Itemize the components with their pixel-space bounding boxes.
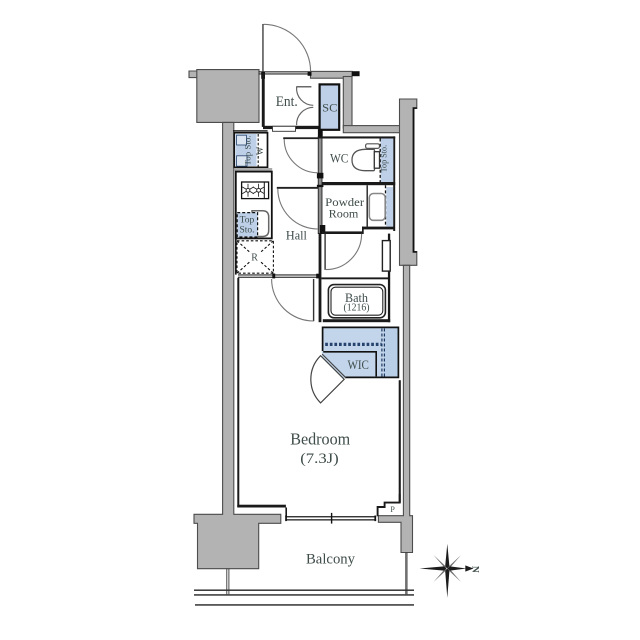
svg-text:P: P	[390, 505, 395, 514]
svg-text:Top: Top	[240, 216, 255, 226]
svg-text:Balcony: Balcony	[306, 552, 355, 568]
svg-text:Bedroom: Bedroom	[290, 429, 350, 448]
svg-text:(1216): (1216)	[344, 302, 370, 314]
svg-text:Room: Room	[329, 207, 359, 221]
svg-text:R: R	[251, 252, 258, 263]
svg-text:Sto.: Sto.	[239, 226, 254, 236]
svg-text:N: N	[469, 566, 479, 573]
svg-text:Ent.: Ent.	[276, 94, 298, 110]
svg-text:Powder: Powder	[325, 195, 364, 209]
svg-text:WC: WC	[330, 151, 349, 166]
svg-text:SC: SC	[322, 100, 337, 114]
svg-text:Top Sto.: Top Sto.	[242, 136, 252, 166]
svg-text:Top Sto.: Top Sto.	[379, 145, 388, 173]
svg-text:W: W	[255, 146, 265, 155]
svg-text:WIC: WIC	[347, 358, 369, 372]
svg-text:(7.3J): (7.3J)	[300, 451, 339, 467]
svg-text:Hall: Hall	[286, 227, 307, 242]
svg-text:Bath: Bath	[345, 291, 369, 305]
